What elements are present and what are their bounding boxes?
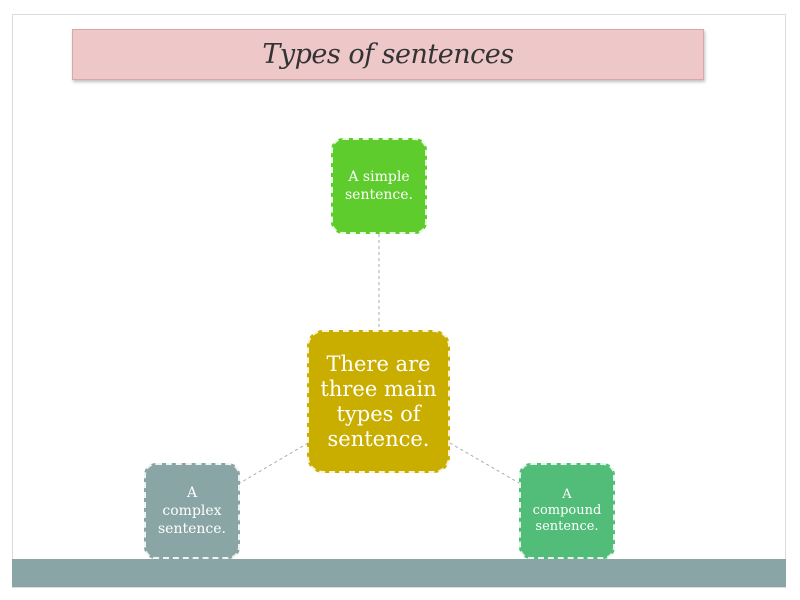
node-center-line-2: three main [320,376,437,401]
node-center-line-3: types of [336,401,421,426]
node-center-line-4: sentence. [327,426,430,451]
node-simple-line-1: A simple [348,169,410,185]
connector-right [449,442,520,484]
title-box: Types of sentences [72,29,704,80]
node-compound-line-3: sentence. [535,519,599,534]
slide-title: Types of sentences [262,39,514,70]
node-center-line-1: There are [326,351,431,376]
node-simple-line-2: sentence. [345,187,413,203]
connector-left [239,442,309,484]
node-compound-line-1: A [562,487,572,502]
node-simple-sentence: A simple sentence. [331,138,427,234]
node-complex-line-3: sentence. [158,521,226,537]
node-complex-sentence: A complex sentence. [144,463,240,559]
node-center: There are three main types of sentence. [307,330,450,473]
bottom-band [12,559,786,587]
slide-background [12,14,786,588]
node-compound-line-2: compound [532,503,602,518]
node-compound-sentence: A compound sentence. [519,463,615,559]
node-complex-line-2: complex [162,503,222,519]
node-complex-line-1: A [186,485,198,501]
